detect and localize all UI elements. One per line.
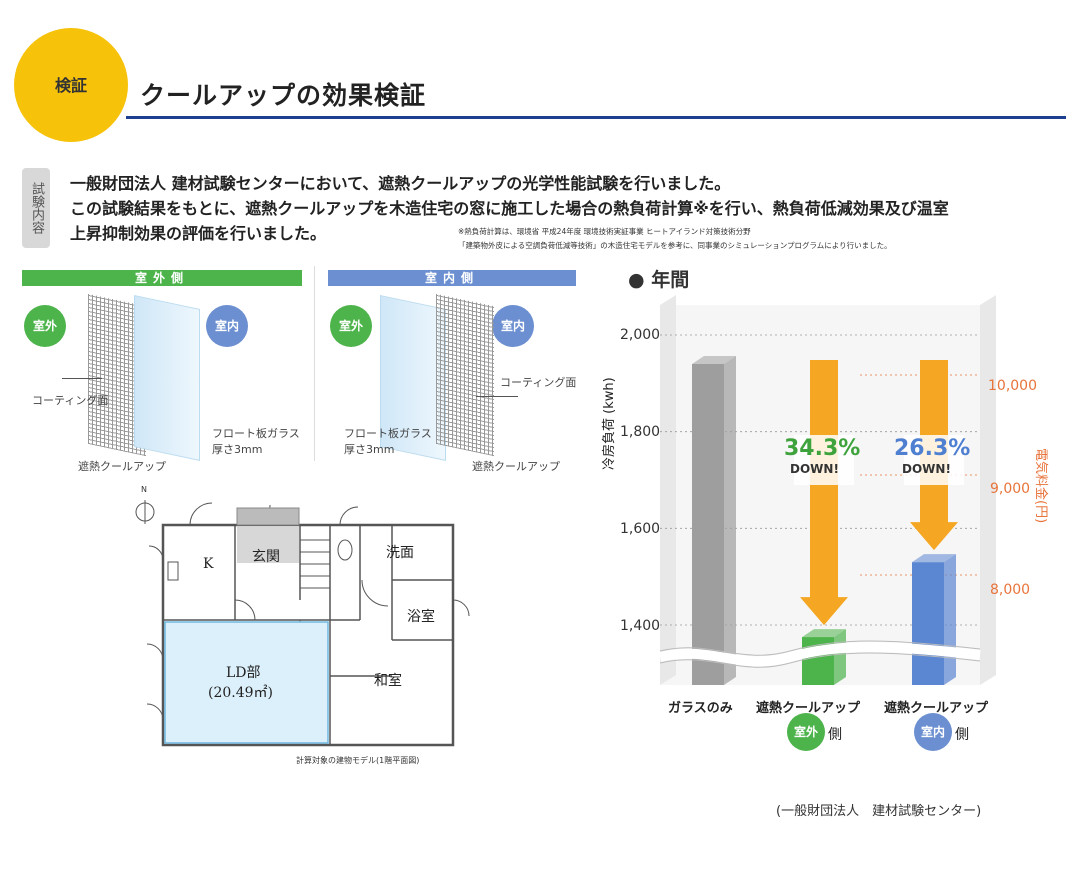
reduction-indoor-percent: 26.3% [894,436,971,461]
reduction-indoor-text: DOWN! [902,462,951,476]
source-credit: (一般財団法人 建材試験センター) [776,804,982,819]
indoor-circle-2: 室内 [492,305,534,347]
test-content-label: 試験内容 [22,168,50,248]
y2-tick-8000: 8,000 [990,582,1031,598]
room-washroom: 洗面 [386,545,414,561]
header-badge [14,28,128,142]
bar-front-1 [802,637,834,685]
axis-break-line-top [659,640,981,656]
chart-title-text: 年間 [651,269,690,291]
intro-line-2: この試験結果をもとに、遮熱クールアップを木造住宅の窓に施工した場合の熱負荷計算※… [70,199,949,218]
thickness-label-indoor: 厚さ3mm [344,443,395,456]
bar-side-2 [944,554,956,685]
y-tick-2000: 2,000 [620,327,661,343]
glass-pane-outdoor [134,294,200,462]
reduction-label-bg-2 [904,435,964,485]
float-glass-label-indoor: フロート板ガラス [344,427,432,440]
diagram-divider [314,266,315,461]
floor-plan-caption: 計算対象の建物モデル(1階平面図) [296,756,420,765]
bar-top-0 [692,356,736,364]
outdoor-circle-2: 室外 [330,305,372,347]
north-label: N [141,485,147,494]
axis-break-line-bottom [659,652,981,668]
room-bathroom: 浴室 [407,609,435,625]
coating-pointer-indoor [476,396,518,397]
bar-0 [692,356,736,685]
y2-tick-10000: 10,000 [988,378,1037,394]
room-washitsu: 和室 [374,673,402,689]
cooling-load-chart [658,295,996,685]
bar-front-2 [912,562,944,685]
bar-2 [912,554,956,685]
y-tick-1800: 1,800 [620,424,661,440]
float-glass-label-outdoor: フロート板ガラス [212,427,300,440]
y-tick-1600: 1,600 [620,521,661,537]
bar-top-1 [802,629,846,638]
chart-title: ● 年間 [628,269,690,291]
category-indoor-badge: 室内 [914,713,952,751]
indoor-side-band: 室内側 [328,270,576,286]
intro-line-3: 上昇抑制効果の評価を行いました。 [70,224,327,243]
reduction-label-bg-1 [794,435,854,485]
film-label-indoor: 遮熱クールアップ [472,460,560,473]
coating-label-indoor: コーティング面 [500,376,577,389]
category-glass-only: ガラスのみ [668,701,733,716]
outdoor-side-band: 室外側 [22,270,302,286]
axis-break-wave [658,642,981,667]
film-mesh-indoor [436,293,494,457]
category-film-indoor: 遮熱クールアップ [884,701,989,716]
intro-line-1: 一般財団法人 建材試験センターにおいて、遮熱クールアップの光学性能試験を行いまし… [70,174,731,193]
chart-bars [692,356,956,685]
bar-top-2 [912,554,956,563]
category-film-outdoor: 遮熱クールアップ [756,701,861,716]
room-entrance: 玄関 [252,549,280,565]
film-label-outdoor: 遮熱クールアップ [78,460,166,473]
category-outdoor-suffix: 側 [828,727,842,743]
coating-pointer-outdoor [62,378,102,379]
title-underline [126,116,1066,119]
header-badge-text: 検証 [54,76,87,95]
intro-note-2: 「建築物外皮による空調負荷低減等技術」の木造住宅モデルを参考に、同事業のシミュレ… [458,241,892,250]
bar-side-1 [834,629,846,685]
coating-label-outdoor: コーティング面 [32,394,109,407]
intro-note-1: ※熱負荷計算は、環境省 平成24年度 環境技術実証事業 ヒートアイランド対策技術… [458,227,751,236]
indoor-circle: 室内 [206,305,248,347]
page-title: クールアップの効果検証 [140,81,427,110]
y-axis-label: 冷房負荷 (kwh) [602,377,617,470]
chart-arrows [794,360,964,626]
floor-plan [135,500,470,747]
reduction-arrow-1 [800,360,848,626]
room-kitchen: K [203,556,214,572]
outdoor-circle: 室外 [24,305,66,347]
room-living: LD部 [226,665,261,681]
y2-tick-9000: 9,000 [990,481,1031,497]
thickness-label-outdoor: 厚さ3mm [212,443,263,456]
reduction-outdoor-text: DOWN! [790,462,839,476]
bar-side-0 [724,356,736,685]
room-living-area: (20.49㎡) [208,685,274,701]
y2-axis-label: 電気料金(円) [1033,448,1048,524]
reduction-outdoor-percent: 34.3% [784,436,861,461]
y-tick-1400: 1,400 [620,618,661,634]
category-outdoor-badge: 室外 [787,713,825,751]
bar-front-0 [692,364,724,685]
category-indoor-suffix: 側 [955,727,969,743]
